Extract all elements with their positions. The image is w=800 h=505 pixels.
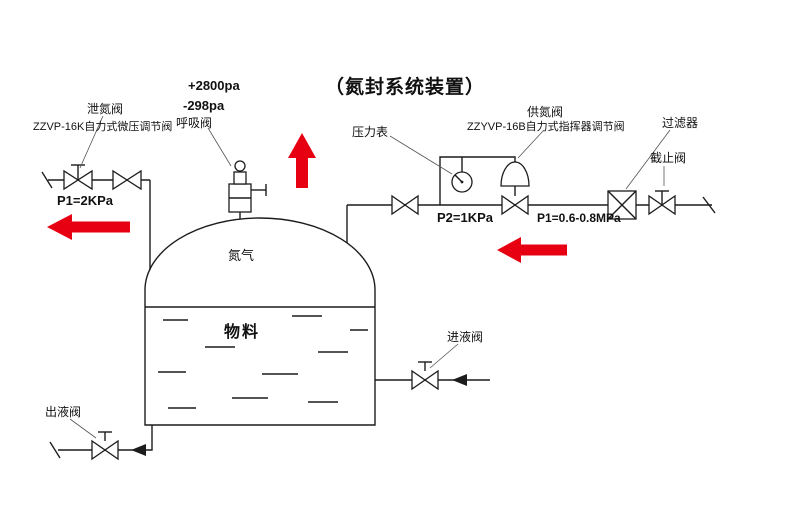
relief-line: 泄氮阀 ZZVP-16K自力式微压调节阀 P1=2KPa [33, 101, 172, 270]
p1-right-label: P1=0.6-0.8MPa [537, 211, 621, 225]
breathing-valve-label: 呼吸阀 [176, 116, 212, 130]
relief-valve-leader [79, 115, 104, 169]
tank-dome [144, 217, 376, 291]
p2-label: P2=1KPa [437, 210, 494, 225]
supply-valve-model-label: ZZYVP-16B自力式指挥器调节阀 [467, 119, 625, 133]
pipe-break-outlet [49, 441, 61, 459]
inlet-line: 进液阀 [375, 329, 490, 391]
p1-left-label: P1=2KPa [57, 193, 114, 208]
breathing-valve [228, 160, 267, 219]
pressure-gauge-leader [389, 135, 453, 175]
pressure-gauge [451, 171, 473, 193]
page-title: （氮封系统装置） [325, 75, 485, 98]
inlet-flow-arrow [452, 374, 467, 386]
pipe-break-right [702, 196, 716, 214]
supply-valve-leader [517, 130, 544, 159]
relief-valve-label: 泄氮阀 [87, 101, 123, 116]
material-label: 物料 [224, 322, 260, 341]
stop-valve-label: 截止阀 [650, 151, 686, 165]
flow-arrow-left [47, 214, 130, 240]
liquid-marks [158, 315, 368, 409]
filter-label: 过滤器 [662, 116, 698, 130]
breathing-valve-leader [207, 127, 232, 167]
inlet-valve-leader [429, 343, 459, 369]
tank: 氮气 物料 [144, 217, 376, 426]
stop-valve [648, 190, 676, 216]
supply-valve [500, 161, 530, 216]
outlet-valve-leader [69, 418, 97, 439]
flow-arrow-up [288, 133, 316, 188]
supply-valve-label: 供氮阀 [527, 104, 563, 119]
sensing-loop [439, 156, 516, 205]
inlet-valve [411, 361, 439, 391]
breath-pressure-pos: +2800pa [188, 78, 240, 93]
pipe-break-left [41, 171, 53, 189]
relief-valve [63, 164, 93, 191]
supply-line: 压力表 供氮阀 ZZYVP-16B自力式指挥器调节阀 过滤器 截止阀 P2=1 [346, 104, 716, 243]
outlet-flow-arrow [131, 444, 146, 456]
outlet-valve [91, 431, 119, 461]
filter-leader [625, 129, 671, 190]
inlet-valve-label: 进液阀 [447, 329, 483, 344]
supply-isolation-valve [391, 194, 419, 216]
nitrogen-label: 氮气 [228, 248, 254, 263]
flow-arrow-right-line [497, 237, 567, 263]
pressure-gauge-label: 压力表 [352, 125, 388, 139]
filter [607, 190, 637, 220]
outlet-pipe [58, 425, 153, 451]
relief-valve-model-label: ZZVP-16K自力式微压调节阀 [33, 119, 172, 133]
tank-body [144, 290, 376, 426]
breath-pressure-neg: -298pa [183, 98, 225, 113]
relief-isolation-valve [112, 169, 142, 191]
outlet-line: 出液阀 [45, 404, 153, 461]
outlet-valve-label: 出液阀 [45, 404, 81, 419]
